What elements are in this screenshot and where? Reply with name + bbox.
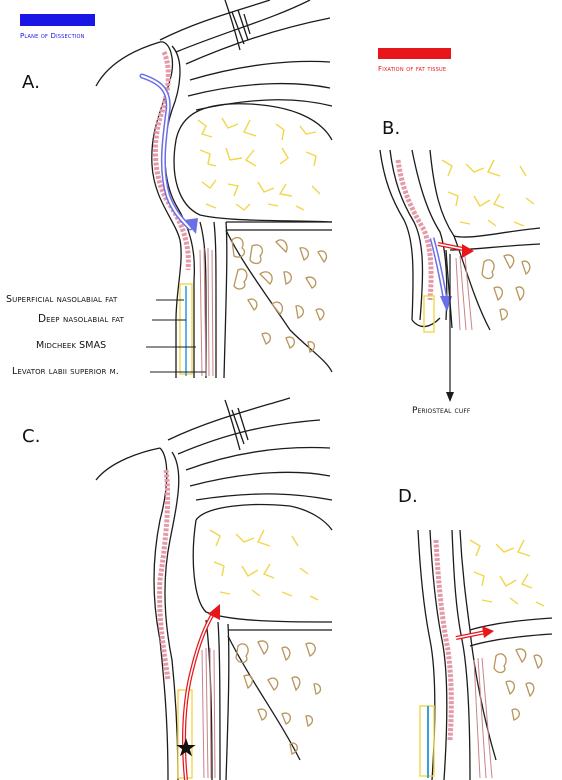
- panel-b-muscle: [456, 256, 472, 330]
- superficial-nasolabial-fat-label: Superficial nasolabial fat: [6, 294, 117, 305]
- fixation-label: Fixation of fat tissue: [378, 65, 446, 73]
- panel-b-tan-fat: [482, 255, 530, 320]
- panel-b-drawing: [380, 150, 540, 330]
- panel-c-muscle: [202, 648, 215, 778]
- panel-a-letter: A.: [22, 72, 40, 93]
- panel-c-drawing: [96, 398, 332, 780]
- panel-c-tan-fat: [236, 641, 320, 754]
- panel-a-drawing: [96, 0, 332, 378]
- plane-of-dissection-swatch: [20, 14, 95, 26]
- panel-d-skin-layer: [436, 540, 451, 740]
- panel-b-dissection-arrow: [432, 238, 452, 312]
- midcheek-smas-label: Midcheek SMAS: [36, 340, 106, 351]
- panel-b-skin-layer: [398, 160, 431, 300]
- panel-d-letter: D.: [398, 486, 418, 507]
- deep-nasolabial-fat-label: Deep nasolabial fat: [38, 313, 124, 325]
- fixation-swatch: [378, 48, 451, 59]
- levator-labii-label: Levator labii superior m.: [12, 366, 119, 377]
- panel-a-dissection-plane-arrow: [142, 76, 198, 234]
- panel-a-tan-fat: [232, 238, 326, 352]
- panel-b-periosteal-pointer: [446, 254, 454, 402]
- plane-of-dissection-label: Plane of Dissection: [20, 32, 85, 40]
- periosteal-cuff-label: Periosteal cuff: [412, 406, 470, 416]
- panel-b-letter: B.: [382, 118, 400, 139]
- panel-d-tan-fat: [494, 649, 542, 720]
- panel-c-letter: C.: [22, 426, 41, 447]
- panel-b-fixation-arrow: [438, 244, 474, 258]
- panel-d-fixation-arrow: [456, 626, 494, 638]
